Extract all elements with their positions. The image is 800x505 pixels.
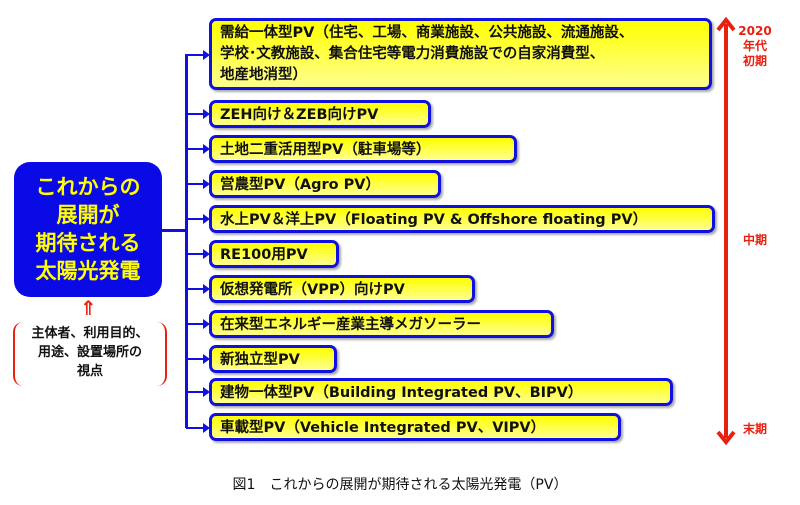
timeline-mid: 中期 (742, 233, 767, 247)
timeline-early-line: 年代 (742, 39, 767, 53)
branch-arrow-icon (186, 423, 210, 433)
branch-arrow-icon (186, 214, 210, 224)
main-topic-box: これからの 展開が 期待される 太陽光発電 (14, 162, 162, 297)
pv-type-box: 水上PV＆洋上PV（Floating PV & Offshore floatin… (209, 205, 715, 233)
pv-type-line: 地産地消型） (220, 67, 307, 83)
main-line: これからの (35, 175, 141, 199)
figure-caption: 図1 これからの展開が期待される太陽光発電（PV） (232, 477, 568, 493)
timeline-early-line: 2020 (738, 24, 772, 38)
viewpoint-line: 主体者、利用目的、 (31, 326, 149, 341)
main-line: 期待される (35, 231, 141, 255)
up-double-arrow-icon: ⇑ (80, 296, 97, 320)
viewpoint-line: 視点 (76, 364, 103, 379)
pv-type-line: 需給一体型PV（住宅、工場、商業施設、公共施設、流通施設、 (220, 25, 634, 41)
branch-arrow-icon (186, 249, 210, 259)
pv-type-box: ZEH向け＆ZEB向けPV (209, 100, 431, 128)
branch-arrow-icon (186, 319, 210, 329)
branch-arrow-icon (186, 354, 210, 364)
timeline-early: 2020 年代 初期 (738, 24, 772, 69)
pv-type-box: RE100用PV (209, 240, 339, 268)
pv-type-box: 建物一体型PV（Building Integrated PV、BIPV） (209, 378, 673, 406)
branch-arrow-icon (186, 387, 210, 397)
pv-type-box: 需給一体型PV（住宅、工場、商業施設、公共施設、流通施設、 学校･文教施設、集合… (209, 18, 712, 90)
viewpoint-line: 用途、設置場所の (37, 345, 142, 360)
pv-type-box: 新独立型PV (209, 345, 337, 373)
branch-arrow-icon (186, 284, 210, 294)
branch-arrow-icon (186, 50, 210, 60)
main-line: 太陽光発電 (35, 259, 141, 283)
branch-arrow-icon (186, 179, 210, 189)
timeline-early-line: 初期 (742, 54, 767, 68)
branch-arrow-icon (186, 109, 210, 119)
pv-type-box: 営農型PV（Agro PV） (209, 170, 441, 198)
timeline-double-arrow-icon (716, 16, 736, 446)
main-line: 展開が (56, 203, 120, 227)
pv-type-box: 仮想発電所（VPP）向けPV (209, 275, 475, 303)
viewpoint-bracket: 主体者、利用目的、 用途、設置場所の 視点 (13, 322, 167, 386)
timeline-late: 末期 (742, 422, 767, 436)
pv-type-box: 車載型PV（Vehicle Integrated PV、VIPV） (209, 413, 621, 441)
pv-type-box: 在来型エネルギー産業主導メガソーラー (209, 310, 554, 338)
pv-type-box: 土地二重活用型PV（駐車場等） (209, 135, 517, 163)
trunk-line (185, 54, 188, 428)
connector-line (162, 229, 187, 232)
branch-arrow-icon (186, 144, 210, 154)
pv-type-line: 学校･文教施設、集合住宅等電力消費施設での自家消費型、 (220, 46, 605, 62)
